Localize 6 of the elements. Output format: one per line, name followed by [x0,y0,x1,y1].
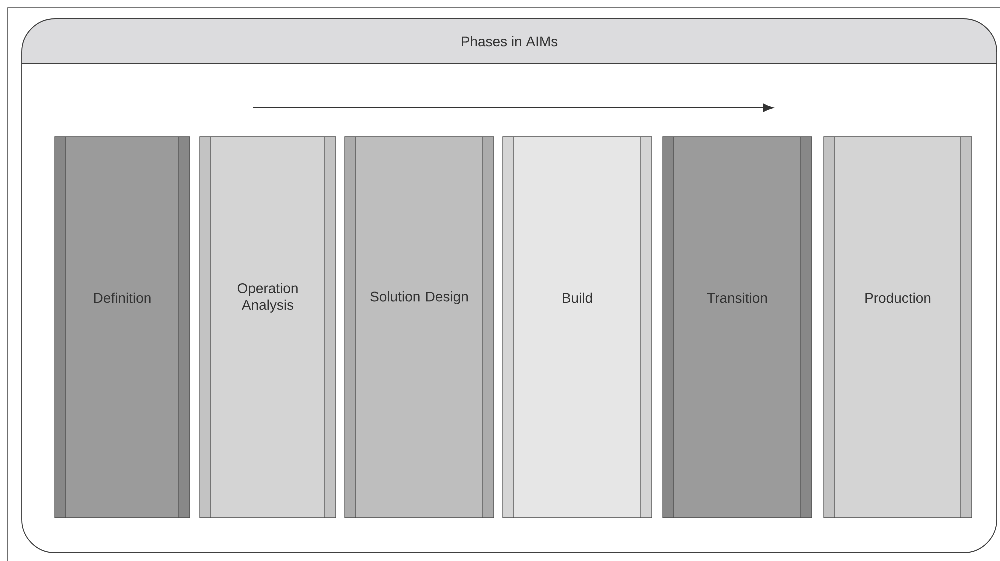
phase-column: Solution Design [344,136,494,518]
phase-column: Definition [54,136,190,518]
phase-column: Transition [662,136,812,518]
phase-column: Build [502,136,652,518]
phase-column: Operation Analysis [200,136,336,518]
phase-column: Production [824,136,972,518]
